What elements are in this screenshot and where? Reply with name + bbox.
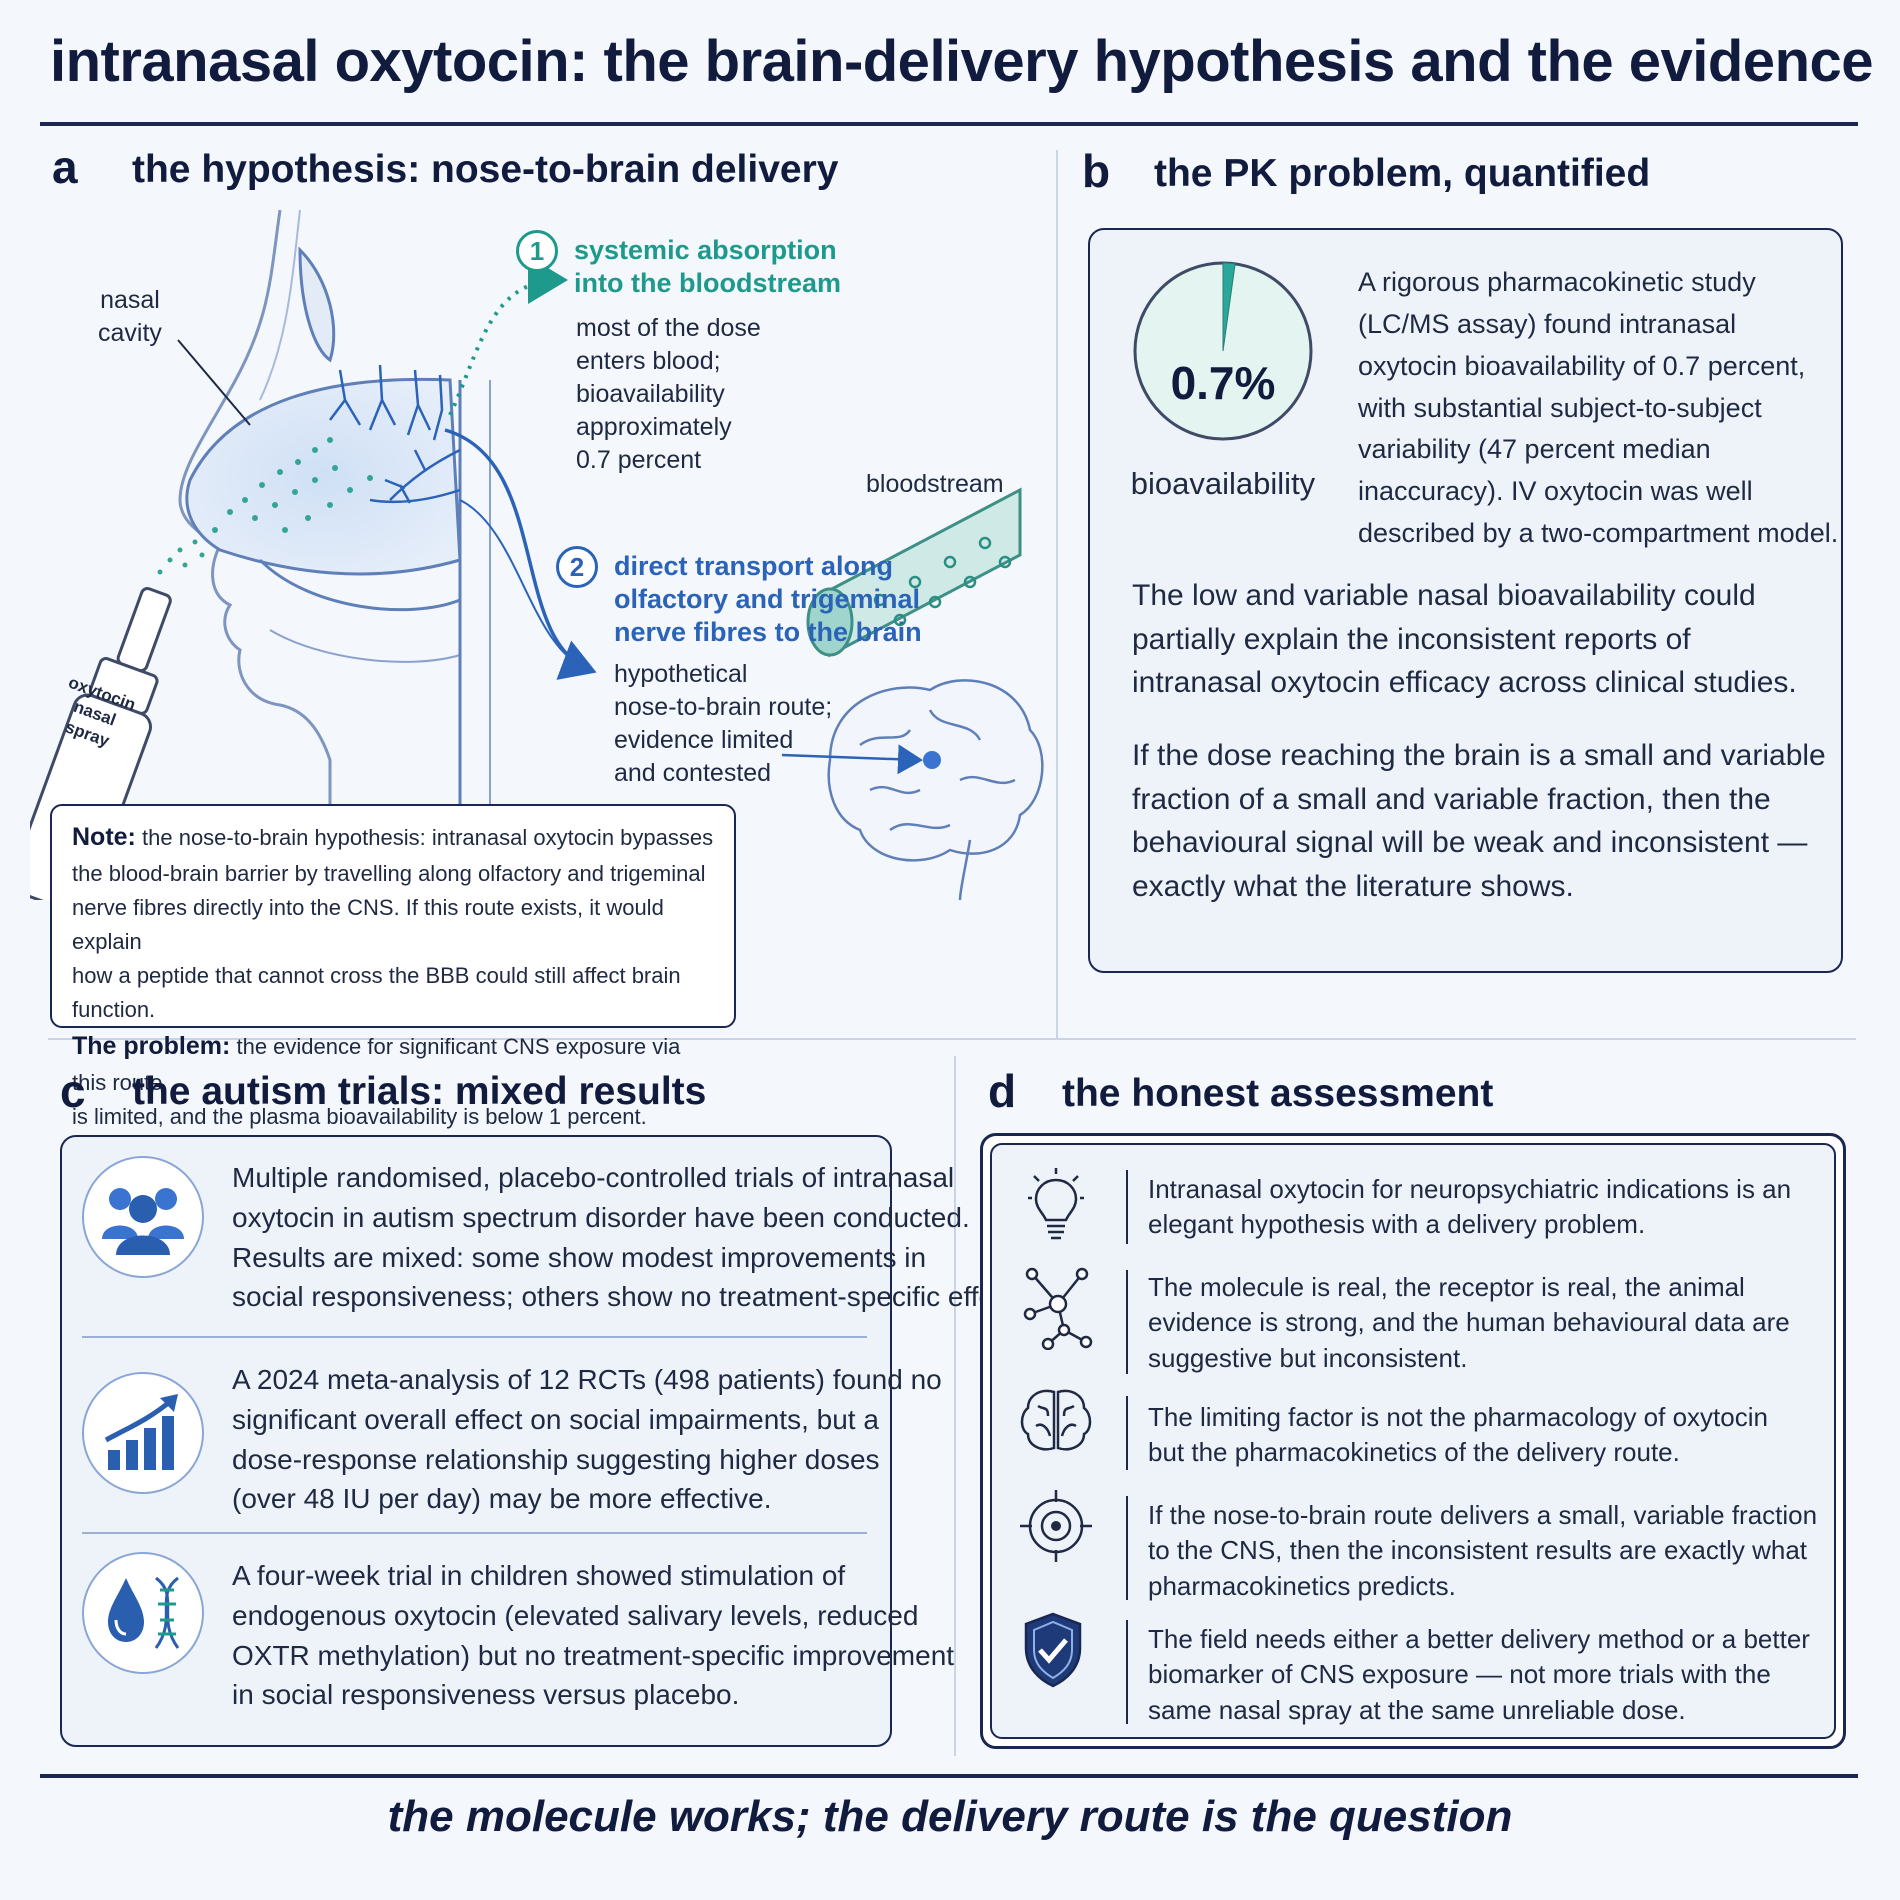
panel-a-letter: a: [52, 141, 78, 193]
divider-vertical-top: [1056, 150, 1058, 1040]
nasal-cavity-label: nasal cavity: [98, 286, 162, 347]
bloodstream-vessel: [806, 487, 1022, 658]
pie-slice-bioavailability: [1222, 262, 1236, 352]
step-2-text: hypothetical nose-to-brain route; eviden…: [614, 660, 833, 787]
bioavailability-pie: [1133, 261, 1313, 441]
trial-separator: [82, 1336, 867, 1338]
pk-study-text: A rigorous pharmacokinetic study (LC/MS …: [1358, 267, 1839, 549]
trial-2-text: A 2024 meta-analysis of 12 RCTs (498 pat…: [232, 1364, 942, 1515]
trial-1-text: Multiple randomised, placebo-controlled …: [232, 1162, 1024, 1313]
footer-rule: [40, 1774, 1858, 1778]
brain-icon: [1020, 1389, 1092, 1451]
problem-label: The problem:: [72, 1032, 231, 1061]
shield-check-icon: [1024, 1612, 1082, 1688]
step-2-badge: 2: [556, 546, 598, 588]
nasal-cavity: [185, 377, 462, 576]
olfactory-nerve-fibres: [329, 364, 444, 441]
lightbulb-icon: [1028, 1168, 1084, 1240]
assessment-2-text: The molecule is real, the receptor is re…: [1148, 1272, 1790, 1373]
step-2-title: direct transport along olfactory and tri…: [614, 551, 922, 647]
panel-c-title: the autism trials: mixed results: [132, 1070, 707, 1113]
drop-dna-icon: [82, 1552, 204, 1674]
assessment-5-text: The field needs either a better delivery…: [1148, 1624, 1810, 1725]
pie-caption: bioavailability: [1130, 466, 1316, 501]
nasal-cavity-pointer: [177, 339, 251, 426]
panel-c-letter: c: [60, 1065, 86, 1117]
divider-horizontal: [48, 1038, 1856, 1040]
trigeminal-nerve-fibres: [369, 448, 461, 504]
step-1-title: systemic absorption into the bloodstream: [574, 235, 842, 298]
page-title: intranasal oxytocin: the brain-delivery …: [50, 29, 1874, 94]
divider-vertical-bottom: [954, 1056, 956, 1756]
step-1-text: most of the dose enters blood; bioavaila…: [576, 314, 761, 474]
header-rule: [40, 122, 1858, 126]
trial-separator: [82, 1532, 867, 1534]
spray-droplets: [157, 437, 373, 575]
panel-d-letter: d: [988, 1065, 1017, 1117]
systemic-route-arrow: [448, 256, 568, 416]
note-label: Note:: [72, 823, 136, 851]
trial-3-text: A four-week trial in children showed sti…: [232, 1560, 955, 1711]
brain-pointer-arrow: [781, 744, 923, 775]
brain-illustration: [827, 679, 1044, 900]
assessment-1-text: Intranasal oxytocin for neuropsychiatric…: [1148, 1174, 1792, 1240]
target-icon: [1020, 1490, 1092, 1562]
bloodstream-label: bloodstream: [866, 470, 1004, 498]
nose-to-brain-route-arrow: [444, 428, 597, 680]
pk-interpretation-2: If the dose reaching the brain is a smal…: [1132, 739, 1826, 903]
assessment-4-text: If the nose-to-brain route delivers a sm…: [1148, 1500, 1818, 1601]
panel-b-title: the PK problem, quantified: [1154, 152, 1651, 195]
assessment-box: [990, 1143, 1836, 1739]
closing-statement: the molecule works; the delivery route i…: [387, 1792, 1513, 1841]
molecule-icon: [1023, 1267, 1093, 1350]
assessment-3-text: The limiting factor is not the pharmacol…: [1148, 1402, 1768, 1468]
panel-b-letter: b: [1082, 145, 1111, 197]
people-group-icon: [82, 1156, 204, 1278]
panel-a-title: the hypothesis: nose-to-brain delivery: [132, 148, 839, 191]
hypothesis-note-box: Note: the nose-to-brain hypothesis: intr…: [50, 804, 736, 1129]
pie-value-label: 0.7%: [1170, 357, 1276, 409]
pk-interpretation-1: The low and variable nasal bioavailabili…: [1132, 579, 1797, 699]
brain-target-dot: [923, 751, 941, 769]
bar-chart-trend-icon: [82, 1372, 204, 1494]
panel-d-title: the honest assessment: [1062, 1072, 1494, 1115]
step-1-badge: 1: [516, 230, 558, 272]
head-silhouette: [178, 209, 332, 900]
